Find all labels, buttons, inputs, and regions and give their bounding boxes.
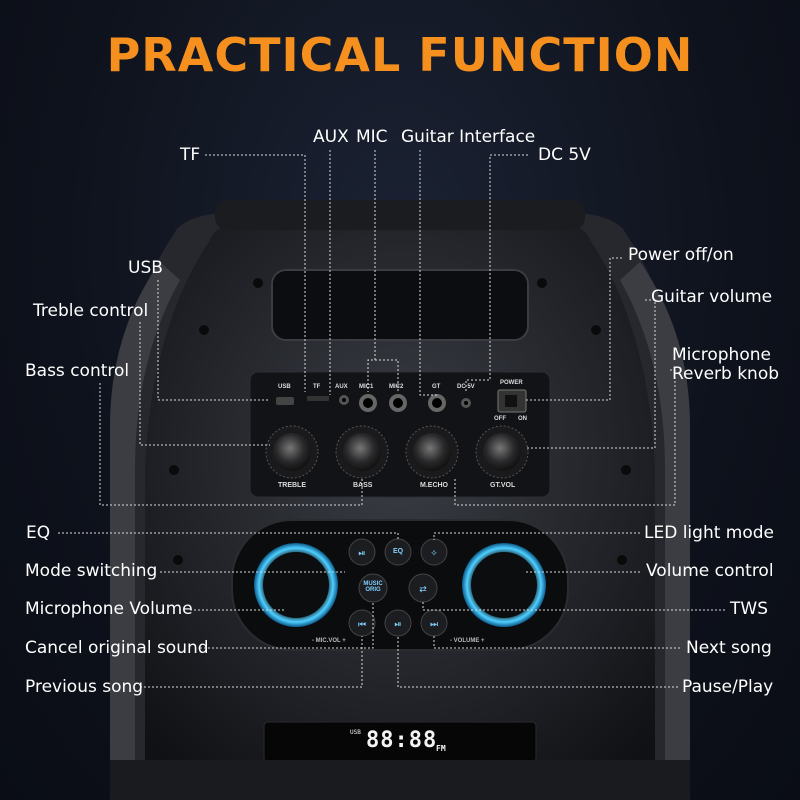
svg-text:⏯: ⏯ — [358, 549, 365, 559]
panel-gt: GT — [432, 384, 441, 390]
display-usb: USB — [350, 729, 361, 736]
panel-usb: USB — [278, 384, 291, 390]
panel-mecho: M.ECHO — [420, 482, 448, 489]
label-aux: AUX — [313, 127, 349, 147]
panel-off: OFF — [494, 416, 506, 422]
panel-on: ON — [518, 416, 527, 422]
music-orig-line2: ORIG — [365, 587, 381, 593]
label-bass: Bass control — [25, 361, 130, 381]
panel-tf: TF — [313, 384, 321, 390]
knob-mecho — [405, 425, 459, 479]
svg-text:⏭: ⏭ — [430, 620, 438, 630]
panel-mic1: MIC1 — [359, 384, 374, 390]
label-dc: DC 5V — [538, 145, 591, 165]
speaker-grille-right — [620, 262, 690, 800]
label-mic-reverb-line1: Microphone — [672, 345, 771, 365]
input-panel — [249, 371, 551, 498]
label-mic-reverb-line2: Reverb knob — [672, 363, 780, 384]
eq-button[interactable]: EQ — [392, 548, 404, 555]
display-digits: 88:88 — [366, 728, 438, 753]
label-mic-volume: Microphone Volume — [25, 599, 193, 619]
label-guitar-interface: Guitar Interface — [401, 127, 536, 147]
panel-treble: TREBLE — [278, 482, 306, 489]
svg-text:⏯: ⏯ — [394, 620, 401, 630]
panel-gtvol: GT.VOL — [490, 482, 516, 489]
handle — [271, 269, 529, 341]
label-mic-reverb: Microphone Reverb knob — [672, 346, 779, 383]
label-tws: TWS — [730, 599, 768, 619]
volume-label: - VOLUME + — [450, 638, 485, 644]
top-panel — [145, 225, 655, 800]
speaker-grille-left — [110, 262, 180, 800]
label-led: LED light mode — [644, 523, 774, 543]
svg-text:✧: ✧ — [430, 549, 438, 559]
label-tf: TF — [180, 145, 201, 165]
panel-dc: DC 5V — [457, 384, 475, 390]
music-orig-line1: MUSIC — [363, 581, 383, 587]
knob-bass — [335, 425, 389, 479]
label-volume-control: Volume control — [646, 561, 774, 581]
label-treble: Treble control — [33, 301, 149, 321]
label-mic: MIC — [356, 127, 388, 147]
label-cancel: Cancel original sound — [25, 638, 209, 658]
label-previous: Previous song — [25, 677, 144, 697]
label-pause: Pause/Play — [682, 677, 774, 697]
knob-treble — [265, 425, 319, 479]
label-next: Next song — [686, 638, 772, 658]
panel-power: POWER — [500, 380, 523, 386]
label-power: Power off/on — [628, 245, 734, 265]
knob-gtvol — [475, 425, 529, 479]
music-orig-button[interactable]: MUSIC ORIG — [361, 581, 385, 593]
leader-lines — [58, 150, 725, 688]
label-guitar-volume: Guitar volume — [651, 287, 773, 307]
display-fm: FM — [436, 744, 446, 753]
svg-text:⇄: ⇄ — [419, 585, 427, 595]
panel-aux: AUX — [335, 384, 348, 390]
label-mode: Mode switching — [25, 561, 158, 581]
panel-bass: BASS — [353, 482, 373, 489]
label-usb: USB — [128, 258, 163, 278]
label-eq: EQ — [26, 523, 51, 543]
panel-mic2: MIC2 — [389, 384, 404, 390]
mic-vol-label: - MIC.VOL + — [312, 638, 346, 644]
svg-text:⏮: ⏮ — [358, 620, 366, 630]
page-title: PRACTICAL FUNCTION — [106, 28, 694, 82]
